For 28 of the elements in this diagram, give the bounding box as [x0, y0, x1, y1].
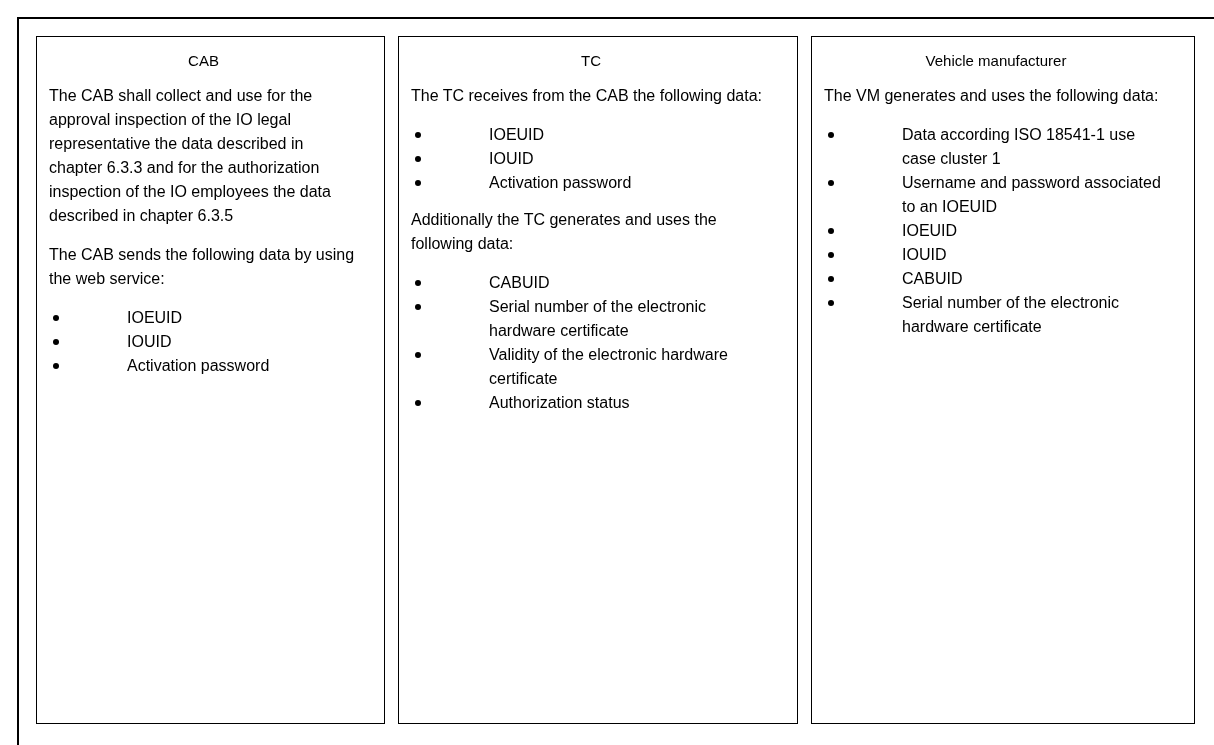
paragraph-text: The TC receives from the CAB the following data:: [411, 86, 763, 106]
outer-frame: [17, 17, 1214, 745]
list-item-text: CABUID: [902, 269, 963, 289]
paragraph-text: The VM generates and uses the following data:: [824, 86, 1160, 106]
list-item-text: Data according ISO 18541-1 use case cluster 1: [902, 125, 1137, 169]
list-item-text: IOUID: [127, 332, 172, 352]
list-item-text: Activation password: [489, 173, 632, 193]
list-item-text: IOUID: [489, 149, 534, 169]
column-panel: [398, 36, 798, 724]
column-panel: [811, 36, 1195, 724]
card-heading: Vehicle manufacturer: [924, 51, 1068, 71]
list-item-text: Serial number of the electronic hardware certificate: [902, 293, 1120, 337]
card-heading: TC: [580, 51, 602, 71]
list-item-text: IOEUID: [127, 308, 183, 328]
list-item-text: IOEUID: [489, 125, 545, 145]
list-item-text: Validity of the electronic hardware certificate: [489, 345, 729, 389]
list-item-text: Serial number of the electronic hardware certificate: [489, 297, 707, 341]
card-heading: CAB: [187, 51, 220, 71]
paragraph-text: The CAB shall collect and use for the approval inspection of the IO legal representative the data described in chapter 6.3.3 and for the authorization inspection of the IO employees the data described in chapter 6.3.5: [49, 86, 332, 226]
list-item-text: IOUID: [902, 245, 947, 265]
paragraph-text: Additionally the TC generates and uses the following data:: [411, 210, 718, 254]
paragraph-text: The CAB sends the following data by using the web service:: [49, 245, 356, 289]
list-item-text: Username and password associated to an IOEUID: [902, 173, 1162, 217]
list-item-text: Activation password: [127, 356, 270, 376]
list-item-text: Authorization status: [489, 393, 630, 413]
list-item-text: IOEUID: [902, 221, 958, 241]
column-panel: [36, 36, 385, 724]
list-item-text: CABUID: [489, 273, 550, 293]
